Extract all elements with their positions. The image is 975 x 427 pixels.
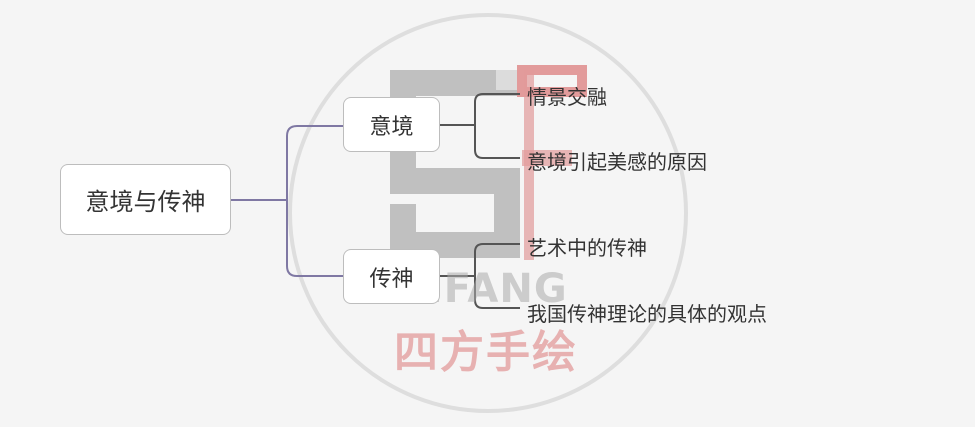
connector-branch1-leaves (440, 93, 520, 159)
leaf-qingjing-jiaorong[interactable]: 情景交融 (527, 85, 607, 109)
leaf-yijing-meigan-yuanyin[interactable]: 意境引起美感的原因 (527, 150, 707, 174)
root-node[interactable]: 意境与传神 (60, 164, 231, 235)
connector-root-branch2 (286, 200, 343, 277)
watermark-circle (288, 13, 688, 413)
leaf-chuanshen-lilun-guandian[interactable]: 我国传神理论的具体的观点 (527, 302, 767, 326)
connector-branch2-leaves (440, 243, 520, 309)
branch-node-chuanshen[interactable]: 传神 (343, 249, 440, 304)
branch-node-yijing[interactable]: 意境 (343, 97, 440, 152)
leaf-yishu-chuanshen[interactable]: 艺术中的传神 (527, 236, 647, 260)
connector-root-branch1 (231, 125, 343, 201)
